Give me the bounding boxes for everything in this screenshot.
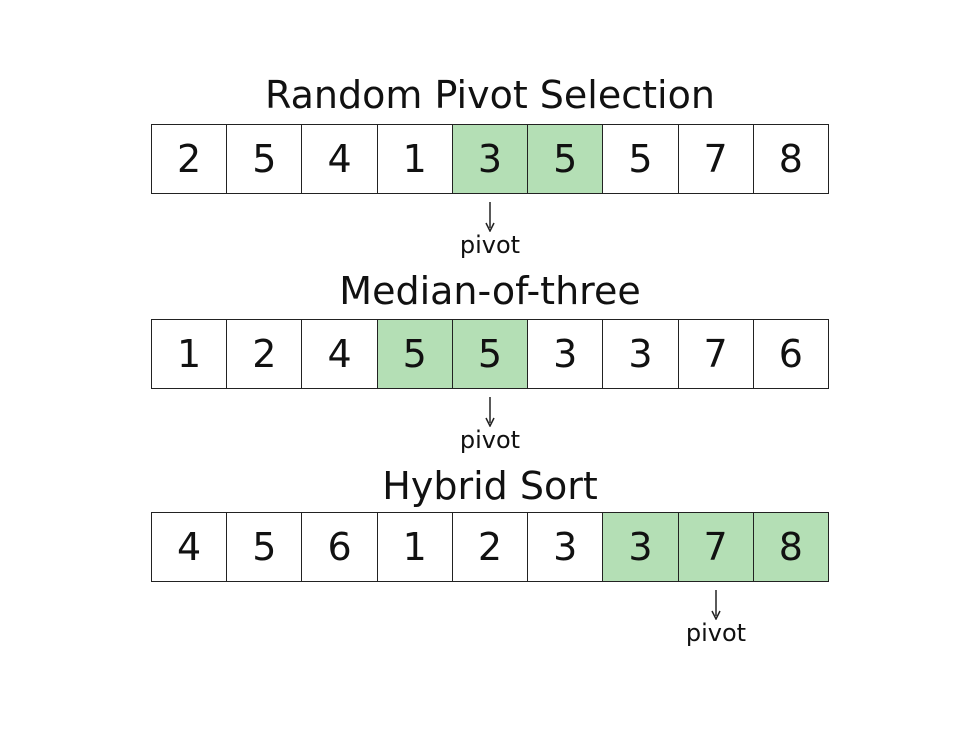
array-cell: 5 (602, 125, 678, 193)
section-title-median-of-three: Median-of-three (339, 269, 641, 313)
array-cell: 5 (226, 125, 302, 193)
array-cell: 8 (752, 125, 828, 193)
array-cell: 5 (527, 125, 603, 193)
array-cell: 7 (677, 513, 753, 581)
array-cell: 3 (602, 513, 678, 581)
pivot-label: pivot (459, 231, 521, 259)
array-cell: 5 (451, 320, 528, 388)
section-title-hybrid-sort: Hybrid Sort (382, 464, 598, 508)
array-cell: 4 (152, 513, 227, 581)
array-cell: 1 (376, 125, 452, 193)
array-cell: 5 (376, 320, 452, 388)
pivot-pointer-median: pivot (445, 397, 535, 453)
array-random-pivot: 2 5 4 1 3 5 5 7 8 (151, 124, 829, 194)
array-cell: 3 (527, 320, 603, 388)
array-cell: 8 (752, 513, 828, 581)
down-arrow-icon (485, 202, 495, 232)
array-cell: 1 (152, 320, 227, 388)
section-title-random-pivot: Random Pivot Selection (265, 73, 715, 117)
array-hybrid-sort: 4 5 6 1 2 3 3 7 8 (151, 512, 829, 582)
pivot-pointer-random: pivot (445, 202, 535, 258)
array-cell: 3 (527, 513, 603, 581)
array-cell: 3 (602, 320, 678, 388)
array-median-of-three: 1 2 4 5 5 3 3 7 6 (151, 319, 829, 389)
pivot-pointer-hybrid: pivot (671, 590, 761, 646)
pivot-label: pivot (459, 426, 521, 454)
array-cell: 4 (301, 125, 377, 193)
array-cell: 7 (677, 320, 753, 388)
array-cell: 3 (451, 125, 528, 193)
array-cell: 5 (226, 513, 302, 581)
array-cell: 4 (301, 320, 377, 388)
array-cell: 2 (152, 125, 227, 193)
array-cell: 7 (677, 125, 753, 193)
pivot-label: pivot (685, 619, 747, 647)
down-arrow-icon (711, 590, 721, 620)
array-cell: 2 (226, 320, 302, 388)
array-cell: 6 (752, 320, 828, 388)
down-arrow-icon (485, 397, 495, 427)
array-cell: 2 (451, 513, 528, 581)
array-cell: 6 (301, 513, 377, 581)
array-cell: 1 (376, 513, 452, 581)
